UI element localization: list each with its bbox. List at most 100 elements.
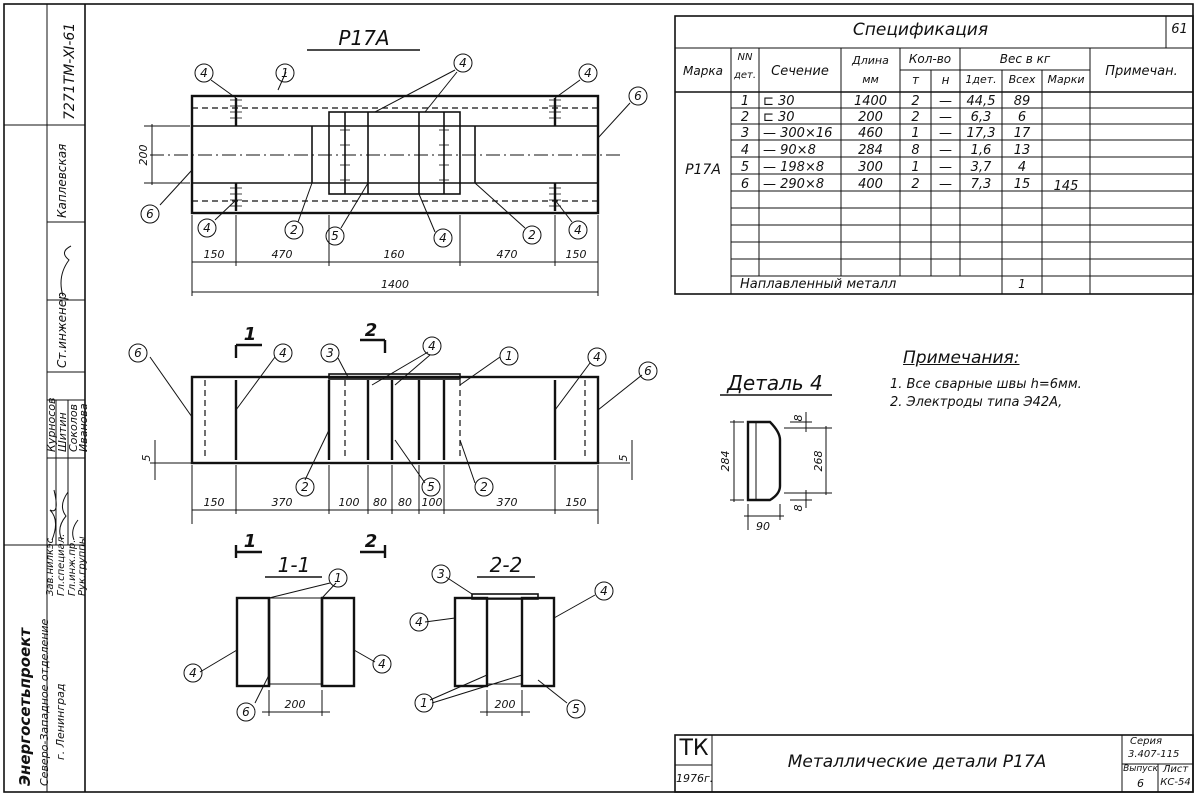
section-views	[199, 576, 596, 716]
cell-wall: 4	[1017, 160, 1027, 175]
cell-wall: 13	[1013, 143, 1031, 158]
dim-total: 1400	[381, 278, 409, 291]
callout: 5	[427, 480, 435, 494]
dim: 150	[566, 496, 587, 509]
plan-view	[144, 49, 631, 296]
outer-border	[3, 3, 1194, 793]
cut-markers: 1 2 1 2	[244, 320, 378, 552]
dim: 370	[272, 496, 293, 509]
stamp-year: 1976г.	[676, 772, 714, 785]
callout: 4	[574, 223, 582, 237]
weld-metal-label: Наплавленный металл	[740, 277, 897, 292]
dim-side: 5	[617, 455, 630, 462]
callout: 4	[203, 221, 211, 235]
cell-section: ⊏ 30	[763, 110, 795, 125]
callout: 4	[415, 615, 423, 629]
dim: 8	[792, 415, 805, 422]
callout: 4	[439, 231, 447, 245]
doc-code: 7271ТМ-Ⅺ-61	[62, 23, 78, 120]
cell-wall: 15	[1013, 177, 1031, 192]
cell-qty-n: —	[939, 94, 952, 109]
spec-table-grid	[674, 15, 1194, 295]
dim: 80	[373, 496, 387, 509]
dim: 80	[398, 496, 412, 509]
callout: 6	[134, 346, 142, 360]
note-item: 2. Электроды типа Э42А,	[890, 395, 1063, 410]
person: Курносов	[45, 398, 58, 452]
dim: 160	[384, 248, 405, 261]
callout: 1	[420, 696, 428, 710]
dim: 200	[495, 698, 516, 711]
view-titles: Р17А 1-1 2-2 Деталь 4	[278, 26, 823, 577]
hdr-qty-n: н	[941, 73, 950, 87]
cell-section: — 198×8	[763, 160, 825, 175]
cut-label: 2	[365, 320, 378, 341]
dim: 200	[285, 698, 306, 711]
dim: 470	[272, 248, 293, 261]
stamp-series: 3.407-115	[1128, 749, 1180, 760]
eng-title: Ст.инженер	[55, 292, 69, 368]
cell-section: ⊏ 30	[763, 94, 795, 109]
callout: 4	[200, 66, 208, 80]
cell-n: 6	[740, 177, 750, 192]
role: Гл.специал.	[56, 534, 67, 596]
cell-qty-t: 2	[911, 94, 920, 109]
section-11-title: 1-1	[278, 553, 311, 577]
hdr-length-unit: мм	[862, 73, 879, 86]
eng-name: Каплевская	[55, 144, 69, 218]
cell-w1: 44,5	[966, 94, 996, 109]
spec-title: Спецификация	[852, 20, 989, 40]
note-item: 1. Все сварные швы h=6мм.	[890, 377, 1082, 392]
role: Рук.группы	[77, 536, 88, 596]
hdr-weight: Вес в кг	[999, 52, 1051, 66]
left-strip-texts: 7271ТМ-Ⅺ-61 Энергосетьпроект Северо-Запа…	[16, 23, 90, 786]
dim: 150	[566, 248, 587, 261]
cell-wall: 6	[1017, 110, 1027, 125]
cell-section: — 300×16	[763, 126, 833, 141]
cell-qty-t: 8	[911, 143, 920, 158]
callout: 6	[634, 89, 642, 103]
hdr-length: Длина	[852, 54, 889, 67]
cell-n: 2	[740, 110, 750, 125]
cell-wall: 17	[1013, 126, 1031, 141]
dim: 150	[204, 496, 225, 509]
notes-title: Примечания:	[903, 348, 1020, 368]
cell-qty-t: 2	[911, 177, 920, 192]
role: Гл.инж.пр.	[67, 540, 78, 596]
callout-circles	[128, 53, 658, 722]
elevation-view	[149, 338, 643, 558]
cell-qty-n: —	[939, 143, 952, 158]
hdr-marka: Марка	[683, 64, 723, 78]
page-number: 61	[1171, 22, 1188, 37]
cell-wall: 89	[1013, 94, 1031, 109]
callout: 4	[378, 657, 386, 671]
callout: 6	[242, 705, 250, 719]
org-city: г. Ленинград	[54, 684, 67, 760]
dim: 100	[339, 496, 360, 509]
cell-qty-t: 1	[911, 126, 920, 141]
hdr-section: Сечение	[771, 64, 829, 79]
dim-height: 200	[137, 145, 150, 166]
signatures	[49, 245, 79, 541]
cell-qty-n: —	[939, 126, 952, 141]
callout: 4	[189, 666, 197, 680]
callout: 6	[644, 364, 652, 378]
cell-length: 460	[858, 126, 883, 141]
person: Соколов	[67, 404, 80, 452]
stamp-issue: 6	[1137, 777, 1144, 790]
callout: 5	[331, 229, 339, 243]
cell-qty-t: 1	[911, 160, 920, 175]
weld-metal-value: 1	[1018, 277, 1026, 291]
org-name: Энергосетьпроект	[16, 627, 34, 786]
detail-4-view	[720, 394, 832, 530]
callout: 4	[428, 339, 436, 353]
cell-length: 300	[858, 160, 883, 175]
cell-section: — 90×8	[763, 143, 816, 158]
hdr-nn: NN	[737, 52, 753, 63]
dimension-texts: 150 470 160 470 150 1400 200 150 370 100…	[137, 145, 825, 712]
callout: 4	[600, 584, 608, 598]
section-22-title: 2-2	[490, 553, 523, 577]
spec-mark-total: 145	[1053, 179, 1079, 194]
person: Иванова	[77, 403, 90, 452]
